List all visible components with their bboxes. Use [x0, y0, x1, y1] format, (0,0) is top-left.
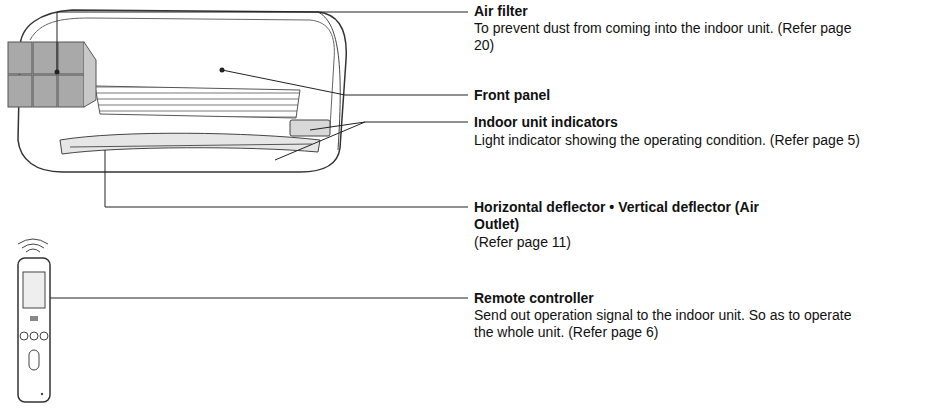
- unit-housing: [18, 10, 346, 172]
- part-name: Remote controller: [474, 290, 594, 307]
- panel-edge: [84, 42, 96, 107]
- part-name: Air filter: [474, 3, 528, 20]
- leader-lines: [50, 12, 468, 298]
- part-description: To prevent dust from coming into the ind…: [474, 20, 874, 54]
- remote-buttons: [20, 332, 48, 370]
- part-name: Indoor unit indicators: [474, 114, 618, 131]
- part-name: Horizontal deflector • Vertical deflecto…: [474, 199, 804, 233]
- part-name: Front panel: [474, 87, 550, 104]
- remote-screen: [23, 272, 45, 308]
- part-description: Send out operation signal to the indoor …: [474, 307, 874, 341]
- remote-led: [41, 393, 43, 395]
- air-filter-panel: [8, 42, 84, 107]
- page-reference: (Refer page 11): [474, 234, 571, 251]
- remote-signal: [18, 239, 48, 252]
- front-panel-edge: [30, 18, 334, 128]
- air-outlet: [60, 133, 320, 154]
- leader-dots: [55, 68, 225, 75]
- part-description: Light indicator showing the operating co…: [474, 132, 894, 149]
- air-intake-grille: [95, 86, 300, 118]
- remote-body: [18, 258, 50, 402]
- remote-button: [30, 316, 38, 321]
- horizontal-deflector: [70, 144, 312, 147]
